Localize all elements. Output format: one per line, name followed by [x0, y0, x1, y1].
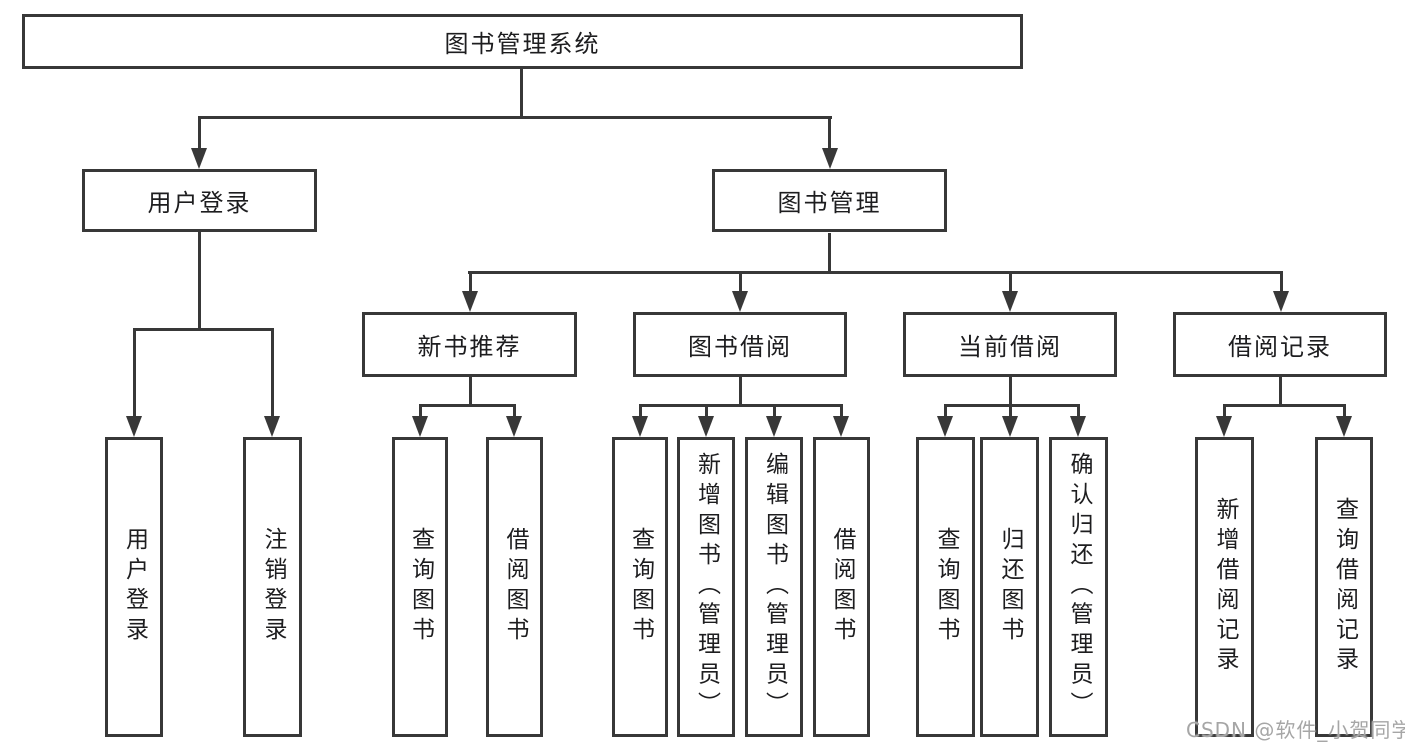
connector-bb-borrow-stub: [840, 404, 843, 420]
leaf-borrow-edit-books-label: 编辑图书（管理员）: [761, 452, 788, 722]
csdn-watermark: CSDN @软件_小贺同学: [1186, 718, 1405, 742]
connector-bb-query-stub: [639, 404, 642, 420]
leaf-records-query-record: 查询借阅记录: [1315, 437, 1373, 737]
node-new-book-rec-label: 新书推荐: [417, 333, 522, 361]
leaf-newrec-query-books: 查询图书: [392, 437, 448, 737]
node-user-login: 用户登录: [82, 169, 317, 232]
node-current-borrow: 当前借阅: [903, 312, 1117, 377]
arrowhead-cb-query: [937, 416, 953, 437]
arrowhead-book-mgmt: [822, 148, 838, 169]
node-book-mgmt-label: 图书管理: [777, 189, 882, 217]
node-borrow-records: 借阅记录: [1173, 312, 1387, 377]
node-user-login-label: 用户登录: [147, 189, 252, 217]
arrowhead-borrow-records: [1273, 291, 1289, 312]
connector-borrow-records-drop: [1279, 377, 1282, 407]
node-root-label: 图书管理系统: [444, 30, 601, 58]
arrowhead-bb-borrow: [833, 416, 849, 437]
leaf-borrow-add-books-label: 新增图书（管理员）: [693, 452, 720, 722]
node-book-borrow: 图书借阅: [633, 312, 847, 377]
leaf-current-confirm-return: 确认归还（管理员）: [1049, 437, 1108, 737]
leaf-logout: 注销登录: [243, 437, 302, 737]
arrowhead-user-login: [191, 148, 207, 169]
arrowhead-book-borrow: [732, 291, 748, 312]
arrowhead-logout: [264, 416, 280, 437]
connector-book-borrow-drop: [739, 377, 742, 407]
leaf-borrow-edit-books: 编辑图书（管理员）: [745, 437, 803, 737]
connector-level3-rail: [468, 271, 1283, 274]
connector-root-drop: [520, 69, 523, 119]
leaf-records-add-record-label: 新增借阅记录: [1212, 497, 1238, 677]
connector-level2-rail: [198, 116, 832, 119]
connector-new-book-rec-rail: [419, 404, 516, 407]
connector-book-mgmt-stub: [828, 116, 831, 150]
connector-borrow-records-rail: [1223, 404, 1346, 407]
connector-book-borrow-stub: [739, 271, 742, 295]
connector-cb-query-stub: [944, 404, 947, 420]
node-book-mgmt: 图书管理: [712, 169, 947, 232]
arrowhead-bb-add: [698, 416, 714, 437]
leaf-newrec-borrow-books: 借阅图书: [486, 437, 543, 737]
arrowhead-new-book-rec: [462, 291, 478, 312]
leaf-current-return-books-label: 归还图书: [997, 527, 1023, 647]
leaf-records-query-record-label: 查询借阅记录: [1331, 497, 1358, 677]
connector-book-borrow-rail: [639, 404, 843, 407]
node-new-book-rec: 新书推荐: [362, 312, 577, 377]
arrowhead-login: [126, 416, 142, 437]
connector-current-borrow-drop: [1009, 377, 1012, 407]
leaf-newrec-query-books-label: 查询图书: [407, 527, 434, 647]
arrowhead-bb-query: [632, 416, 648, 437]
connector-br-add-stub: [1223, 404, 1226, 420]
connector-user-login-rail: [133, 328, 274, 331]
arrowhead-cb-return: [1002, 416, 1018, 437]
connector-user-login-stub: [198, 116, 201, 150]
connector-new-book-rec-stub: [469, 271, 472, 295]
node-borrow-records-label: 借阅记录: [1228, 333, 1332, 361]
leaf-current-confirm-return-label: 确认归还（管理员）: [1066, 452, 1092, 722]
leaf-newrec-borrow-books-label: 借阅图书: [502, 527, 528, 647]
connector-bb-add-stub: [705, 404, 708, 420]
leaf-user-login-label: 用户登录: [121, 527, 148, 647]
leaf-borrow-borrow-books: 借阅图书: [813, 437, 870, 737]
connector-new-book-rec-drop: [469, 377, 472, 407]
arrowhead-current-borrow: [1002, 291, 1018, 312]
leaf-borrow-query-books-label: 查询图书: [627, 527, 654, 647]
arrowhead-cb-confirm: [1070, 416, 1086, 437]
node-current-borrow-label: 当前借阅: [958, 333, 1062, 361]
connector-bb-edit-stub: [773, 404, 776, 420]
arrowhead-newrec-query: [412, 416, 428, 437]
connector-br-query-stub: [1343, 404, 1346, 420]
node-book-borrow-label: 图书借阅: [688, 333, 792, 361]
connector-cb-return-stub: [1009, 404, 1012, 420]
connector-current-borrow-rail: [944, 404, 1080, 407]
leaf-current-query-books: 查询图书: [916, 437, 975, 737]
leaf-user-login: 用户登录: [105, 437, 163, 737]
connector-cb-confirm-stub: [1077, 404, 1080, 420]
connector-current-borrow-stub: [1009, 271, 1012, 295]
leaf-borrow-add-books: 新增图书（管理员）: [677, 437, 735, 737]
connector-login-stub: [133, 328, 136, 420]
connector-logout-stub: [271, 328, 274, 420]
connector-borrow-records-stub: [1280, 271, 1283, 295]
arrowhead-br-query: [1336, 416, 1352, 437]
leaf-logout-label: 注销登录: [260, 527, 286, 647]
arrowhead-br-add: [1216, 416, 1232, 437]
leaf-borrow-query-books: 查询图书: [612, 437, 668, 737]
leaf-records-add-record: 新增借阅记录: [1195, 437, 1254, 737]
leaf-borrow-borrow-books-label: 借阅图书: [829, 527, 855, 647]
arrowhead-newrec-borrow: [506, 416, 522, 437]
connector-newrec-borrow-stub: [513, 404, 516, 420]
node-root: 图书管理系统: [22, 14, 1023, 69]
leaf-current-query-books-label: 查询图书: [933, 527, 959, 647]
connector-user-login-drop: [198, 232, 201, 331]
connector-newrec-query-stub: [419, 404, 422, 420]
arrowhead-bb-edit: [766, 416, 782, 437]
connector-book-mgmt-drop: [828, 233, 831, 274]
leaf-current-return-books: 归还图书: [980, 437, 1039, 737]
